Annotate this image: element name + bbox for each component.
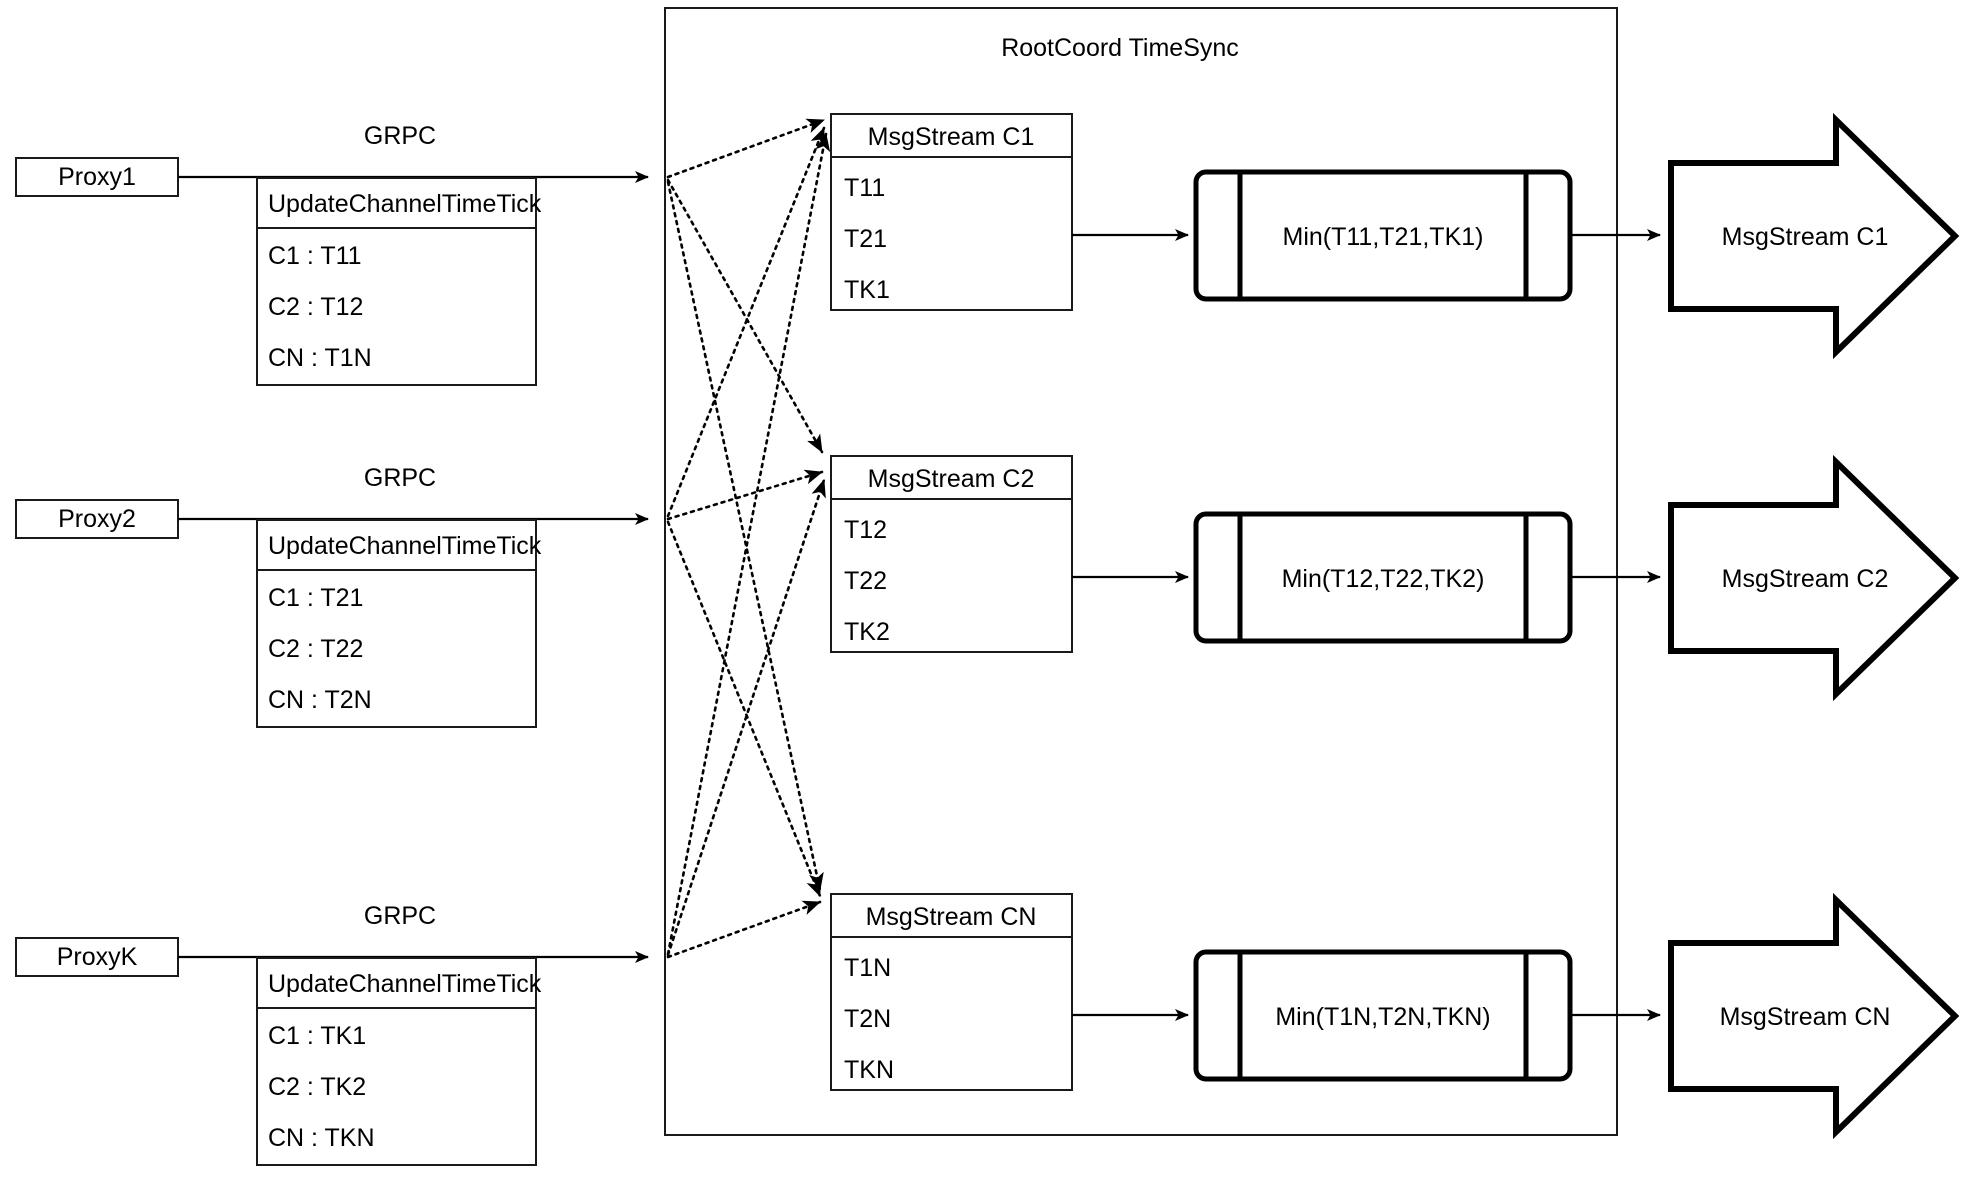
dispatch-link-p2-c2 xyxy=(666,469,824,521)
dispatch-link-pk-c1 xyxy=(666,132,831,956)
table-row: C1 : TK1 xyxy=(268,1022,366,1050)
output-msgstream-arrow-3[interactable]: MsgStream CN xyxy=(1668,892,1960,1140)
dispatch-link-p1-c1 xyxy=(666,118,826,179)
msgstream-box-3: MsgStream CN T1N T2N TKN xyxy=(830,893,1073,1091)
min-process-2: Min(T12,T22,TK2) xyxy=(1193,511,1573,644)
proxy-node-1[interactable]: Proxy1 xyxy=(15,157,179,197)
msgstream-tick: T2N xyxy=(844,1005,891,1033)
table-row: C1 : T11 xyxy=(268,242,362,270)
table-row: C2 : T12 xyxy=(268,293,363,321)
proxy-node-3[interactable]: ProxyK xyxy=(15,937,179,977)
msgstream-box-title: MsgStream CN xyxy=(866,903,1037,931)
table-row: C2 : T22 xyxy=(268,635,363,663)
output-msgstream-arrow-2[interactable]: MsgStream C2 xyxy=(1668,454,1960,702)
update-channel-timetick-table-2: UpdateChannelTimeTick C1 : T21 C2 : T22 … xyxy=(256,519,542,728)
channel-group-3: MsgStream CN T1N T2N TKN Min(T1N,T2N,TKN… xyxy=(830,892,1960,1140)
dispatch-link-pk-cn xyxy=(666,900,822,959)
grpc-link-3: GRPC xyxy=(178,902,649,963)
table-header-label: UpdateChannelTimeTick xyxy=(268,532,542,560)
grpc-link-label: GRPC xyxy=(364,902,436,930)
min-process-1: Min(T11,T21,TK1) xyxy=(1193,169,1573,302)
min-process-3: Min(T1N,T2N,TKN) xyxy=(1193,949,1573,1082)
grpc-link-label: GRPC xyxy=(364,122,436,150)
grpc-link-label: GRPC xyxy=(364,464,436,492)
output-msgstream-arrow-1[interactable]: MsgStream C1 xyxy=(1668,112,1960,360)
proxy-node-label: Proxy2 xyxy=(58,505,136,533)
update-channel-timetick-table-3: UpdateChannelTimeTick C1 : TK1 C2 : TK2 … xyxy=(256,957,542,1166)
msgstream-tick: T11 xyxy=(844,174,885,202)
table-row: CN : TKN xyxy=(268,1124,375,1152)
output-msgstream-label: MsgStream C1 xyxy=(1722,223,1889,251)
dispatch-link-p2-c1 xyxy=(666,126,826,518)
msgstream-box-title: MsgStream C1 xyxy=(868,123,1035,151)
dispatch-link-p1-cn xyxy=(666,180,824,892)
msgstream-tick: T21 xyxy=(844,225,887,253)
proxy-node-label: Proxy1 xyxy=(58,163,136,191)
min-process-label: Min(T12,T22,TK2) xyxy=(1282,565,1485,593)
timetick-dispatch-links xyxy=(666,118,831,959)
grpc-link-2: GRPC xyxy=(178,464,649,525)
msgstream-tick: T22 xyxy=(844,567,887,595)
dispatch-link-p2-cn xyxy=(666,520,822,898)
msgstream-tick: TK2 xyxy=(844,618,890,646)
grpc-link-1: GRPC xyxy=(178,122,649,183)
update-channel-timetick-table-1: UpdateChannelTimeTick C1 : T11 C2 : T12 … xyxy=(256,177,542,386)
table-row: CN : T1N xyxy=(268,344,372,372)
table-row: C1 : T21 xyxy=(268,584,363,612)
msgstream-tick: T12 xyxy=(844,516,887,544)
msgstream-box-2: MsgStream C2 T12 T22 TK2 xyxy=(830,455,1073,653)
msgstream-tick: TKN xyxy=(844,1056,894,1084)
msgstream-box-title: MsgStream C2 xyxy=(868,465,1035,493)
min-process-label: Min(T1N,T2N,TKN) xyxy=(1275,1003,1490,1031)
msgstream-tick: T1N xyxy=(844,954,891,982)
table-header-label: UpdateChannelTimeTick xyxy=(268,190,542,218)
channel-group-1: MsgStream C1 T11 T21 TK1 Min(T11,T21,TK1… xyxy=(830,112,1960,360)
table-header-label: UpdateChannelTimeTick xyxy=(268,970,542,998)
table-row: CN : T2N xyxy=(268,686,372,714)
proxy-node-2[interactable]: Proxy2 xyxy=(15,499,179,539)
proxy-group-1: Proxy1 GRPC UpdateChannelTimeTick C1 : T… xyxy=(15,122,649,386)
dispatch-link-pk-c2 xyxy=(666,478,826,957)
msgstream-tick: TK1 xyxy=(844,276,890,304)
msgstream-box-1: MsgStream C1 T11 T21 TK1 xyxy=(830,113,1073,311)
output-msgstream-label: MsgStream C2 xyxy=(1722,565,1889,593)
dispatch-link-p1-c2 xyxy=(666,178,824,454)
table-row: C2 : TK2 xyxy=(268,1073,366,1101)
proxy-node-label: ProxyK xyxy=(57,943,138,971)
output-msgstream-label: MsgStream CN xyxy=(1720,1003,1891,1031)
channel-group-2: MsgStream C2 T12 T22 TK2 Min(T12,T22,TK2… xyxy=(830,454,1960,702)
proxy-group-2: Proxy2 GRPC UpdateChannelTimeTick C1 : T… xyxy=(15,464,649,728)
min-process-label: Min(T11,T21,TK1) xyxy=(1283,223,1484,251)
rootcoord-timesync-title: RootCoord TimeSync xyxy=(1001,34,1239,62)
proxy-group-3: ProxyK GRPC UpdateChannelTimeTick C1 : T… xyxy=(15,902,649,1166)
